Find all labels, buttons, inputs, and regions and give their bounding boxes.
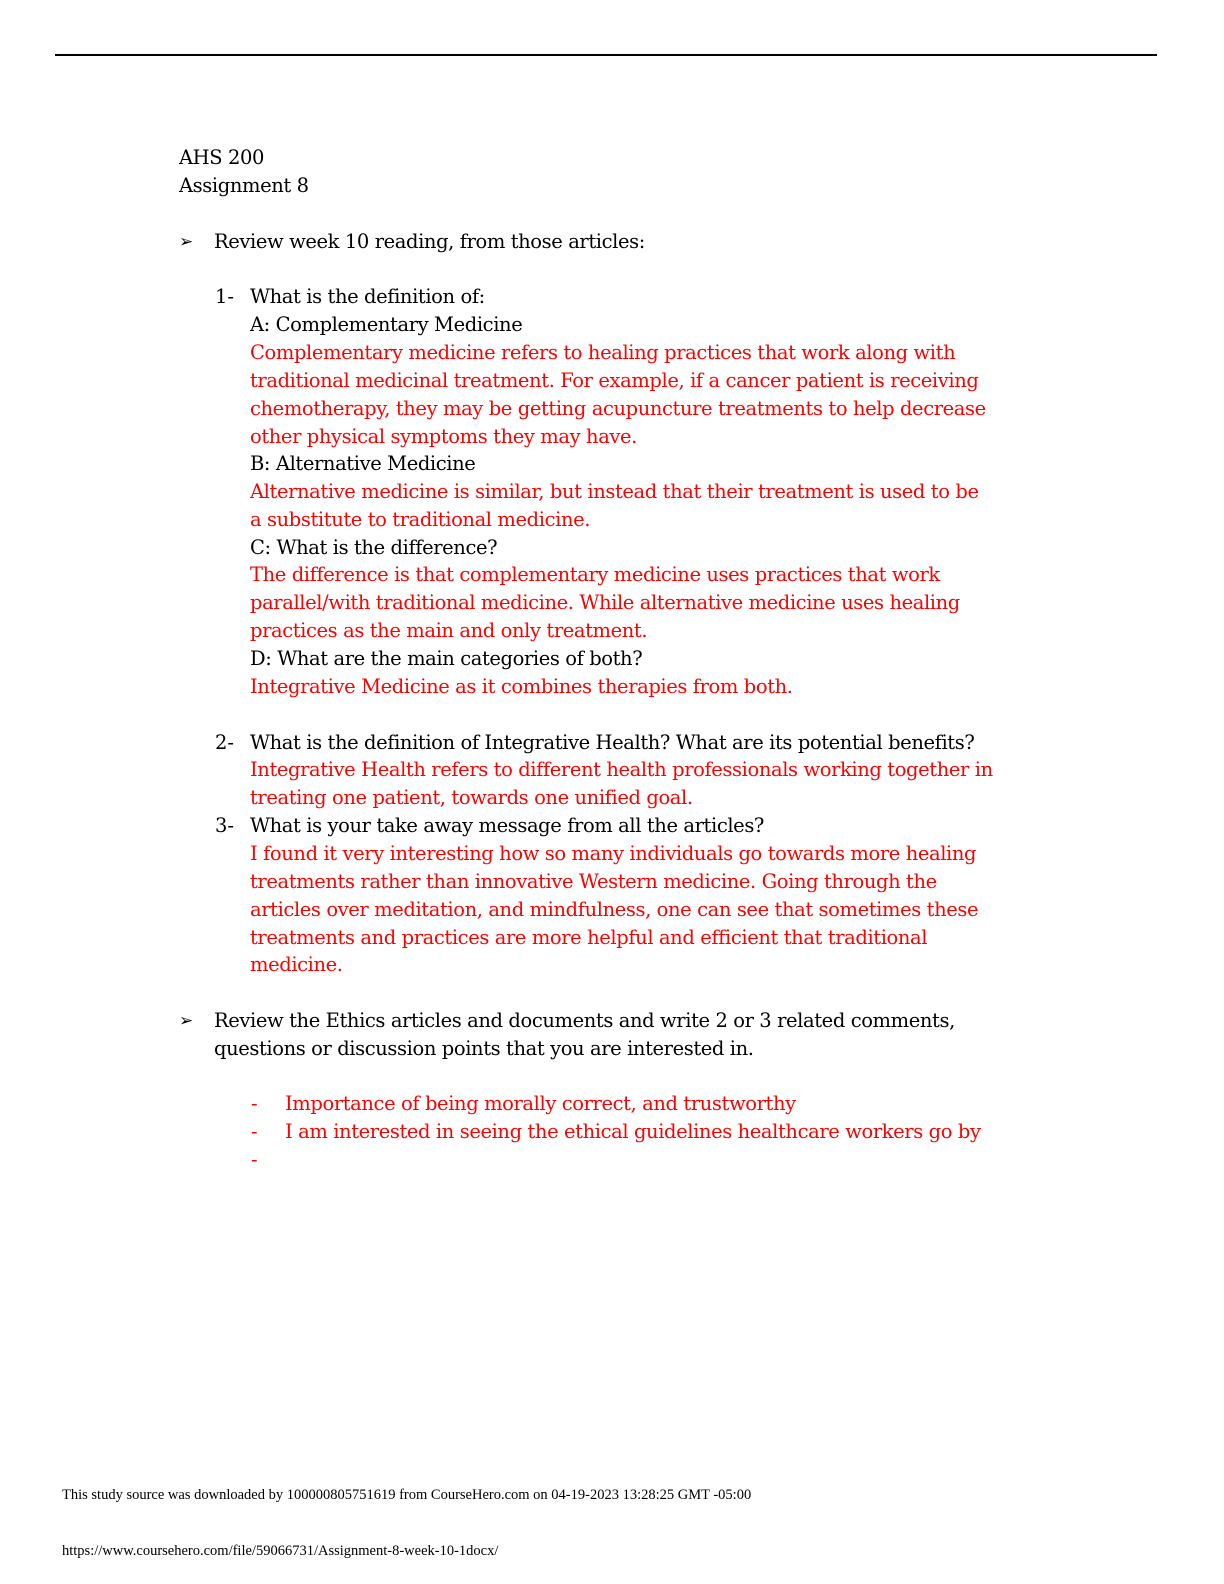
q3-answer-line: I found it very interesting how so many … (250, 842, 977, 865)
dash-bullet: - (251, 1092, 258, 1115)
section2-prompt-line: Review the Ethics articles and documents… (214, 1009, 955, 1032)
download-notice: This study source was downloaded by 1000… (62, 1487, 752, 1503)
q3-answer-line: medicine. (250, 953, 343, 976)
q1-c-label: C: What is the difference? (250, 536, 498, 559)
q1-d-label: D: What are the main categories of both? (250, 647, 643, 670)
q2-answer-line: treating one patient, towards one unifie… (250, 786, 693, 809)
q1-a-answer-line: chemotherapy, they may be getting acupun… (250, 397, 986, 420)
arrowhead-bullet-icon: ➢ (179, 1011, 194, 1031)
q3-question: What is your take away message from all … (250, 814, 764, 837)
q1-d-answer-line: Integrative Medicine as it combines ther… (250, 675, 793, 698)
source-url[interactable]: https://www.coursehero.com/file/59066731… (62, 1543, 499, 1559)
q1-b-label: B: Alternative Medicine (250, 452, 476, 475)
q1-a-label: A: Complementary Medicine (250, 313, 523, 336)
top-horizontal-rule (55, 54, 1157, 56)
assignment-title: Assignment 8 (179, 174, 309, 197)
q1-c-answer-line: The difference is that complementary med… (250, 563, 940, 586)
q1-a-answer-line: traditional medicinal treatment. For exa… (250, 369, 979, 392)
q1-b-answer-line: a substitute to traditional medicine. (250, 508, 591, 531)
q1-b-answer-line: Alternative medicine is similar, but ins… (250, 480, 979, 503)
dash-bullet: - (251, 1148, 258, 1171)
q1-question: What is the definition of: (250, 285, 485, 308)
q2-answer-line: Integrative Health refers to different h… (250, 758, 993, 781)
q1-c-answer-line: practices as the main and only treatment… (250, 619, 648, 642)
q1-c-answer-line: parallel/with traditional medicine. Whil… (250, 591, 960, 614)
dash-bullet: - (251, 1120, 258, 1143)
question-number: 1- (215, 285, 234, 308)
course-title: AHS 200 (179, 146, 265, 169)
arrowhead-bullet-icon: ➢ (179, 232, 194, 252)
question-number: 3- (215, 814, 234, 837)
q1-a-answer-line: Complementary medicine refers to healing… (250, 341, 956, 364)
q2-question: What is the definition of Integrative He… (250, 731, 975, 754)
section1-prompt: Review week 10 reading, from those artic… (214, 230, 645, 253)
q3-answer-line: treatments and practices are more helpfu… (250, 926, 928, 949)
q3-answer-line: articles over meditation, and mindfulnes… (250, 898, 979, 921)
ethics-comment: I am interested in seeing the ethical gu… (285, 1120, 981, 1143)
q3-answer-line: treatments rather than innovative Wester… (250, 870, 937, 893)
q1-a-answer-line: other physical symptoms they may have. (250, 425, 637, 448)
question-number: 2- (215, 731, 234, 754)
section2-prompt-line: questions or discussion points that you … (214, 1037, 754, 1060)
ethics-comment: Importance of being morally correct, and… (285, 1092, 796, 1115)
